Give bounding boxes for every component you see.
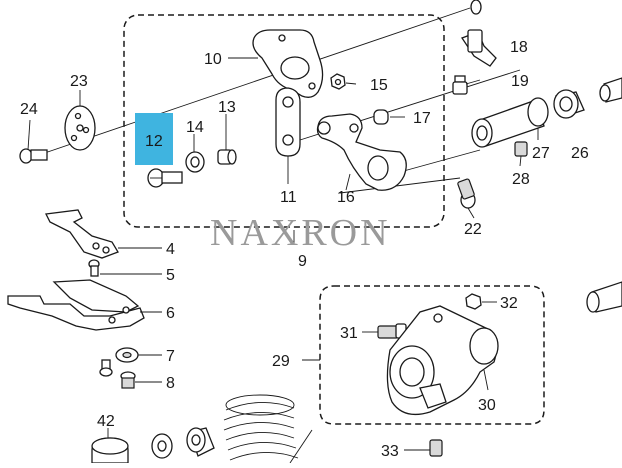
callout-10: 10 bbox=[204, 51, 222, 68]
callout-23: 23 bbox=[70, 73, 88, 90]
callout-31: 31 bbox=[340, 325, 358, 342]
small-screw bbox=[99, 359, 113, 377]
callout-14: 14 bbox=[186, 119, 204, 136]
shaft-right-top bbox=[599, 77, 622, 103]
callout-32: 32 bbox=[500, 295, 518, 312]
callout-19: 19 bbox=[511, 73, 529, 90]
callout-17: 17 bbox=[413, 110, 431, 127]
part-19-screw bbox=[452, 75, 468, 95]
part-10-bracket bbox=[252, 29, 324, 98]
part-22-screw bbox=[457, 178, 476, 209]
highlight-box bbox=[135, 113, 173, 165]
part-11-link bbox=[275, 87, 301, 157]
part-30-housing bbox=[386, 305, 499, 416]
shaft-end-top bbox=[470, 0, 482, 15]
callout-13: 13 bbox=[218, 99, 236, 116]
part-8-screw bbox=[120, 371, 136, 389]
part-28-setscrew bbox=[514, 141, 528, 157]
part-7-washer bbox=[115, 347, 139, 363]
callout-16: 16 bbox=[337, 189, 355, 206]
shaft-right-bottom bbox=[586, 281, 622, 313]
part-5-screw bbox=[88, 259, 100, 277]
part-23-disc bbox=[64, 105, 96, 151]
callout-11: 11 bbox=[280, 189, 297, 206]
part-6-plate bbox=[7, 279, 145, 331]
part-17-pin bbox=[373, 109, 389, 125]
part-18-bracket bbox=[461, 29, 497, 67]
leader-lines bbox=[27, 57, 539, 451]
spring bbox=[223, 394, 299, 461]
callout-28: 28 bbox=[512, 171, 530, 188]
watermark: NAXRON bbox=[210, 212, 391, 254]
callout-22: 22 bbox=[464, 221, 482, 238]
callout-29: 29 bbox=[272, 353, 290, 370]
callout-18: 18 bbox=[510, 39, 528, 56]
part-4-plate bbox=[45, 209, 119, 259]
part-26-bushing bbox=[553, 89, 585, 119]
callout-27: 27 bbox=[532, 145, 550, 162]
part-14-washer bbox=[185, 151, 205, 173]
group-box-29 bbox=[319, 285, 545, 425]
part-42-bushing bbox=[91, 437, 129, 464]
callout-15: 15 bbox=[370, 77, 388, 94]
callout-6: 6 bbox=[166, 305, 175, 322]
part-13-bushing bbox=[217, 149, 237, 165]
part-33-setscrew bbox=[429, 439, 443, 457]
callout-30: 30 bbox=[478, 397, 496, 414]
part-15-nut bbox=[330, 73, 346, 90]
part-16-lever bbox=[316, 113, 407, 191]
part-27-cylinder bbox=[471, 97, 549, 148]
callout-8: 8 bbox=[166, 375, 175, 392]
callout-42: 42 bbox=[97, 413, 115, 430]
callout-5: 5 bbox=[166, 267, 175, 284]
part-12-screw bbox=[147, 168, 183, 188]
callout-labels: 10 15 13 14 12 11 16 17 18 19 22 23 24 2… bbox=[20, 39, 589, 460]
callout-4: 4 bbox=[166, 241, 175, 258]
group-box-9 bbox=[123, 14, 445, 228]
callout-7: 7 bbox=[166, 348, 175, 365]
part-24-screw bbox=[19, 148, 48, 164]
part-32-nut bbox=[465, 293, 482, 310]
callout-12: 12 bbox=[145, 133, 163, 150]
callout-24: 24 bbox=[20, 101, 38, 118]
callout-26: 26 bbox=[571, 145, 589, 162]
washer-stack bbox=[151, 427, 215, 459]
callout-9: 9 bbox=[298, 253, 307, 270]
callout-33: 33 bbox=[381, 443, 399, 460]
